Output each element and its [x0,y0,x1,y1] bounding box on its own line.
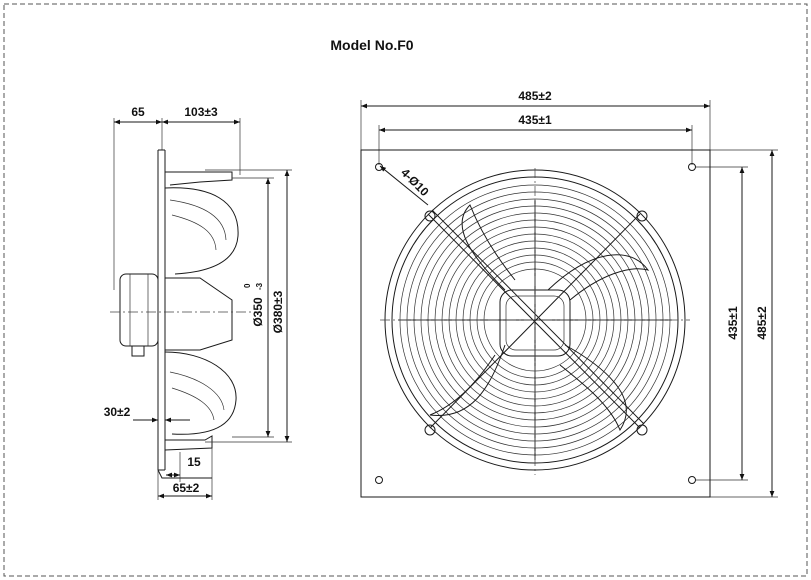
dim-side-bottom-small: 15 [187,455,201,469]
dim-side-top-left: 65 [131,105,145,119]
model-title: Model No.F0 [330,37,413,53]
dim-side-bottom: 65±2 [173,481,200,495]
dim-side-dia-outer: Ø380±3 [271,290,285,333]
front-view [360,100,778,498]
dim-front-height-outer: 485±2 [755,306,769,340]
dim-side-flange: 30±2 [104,405,131,419]
dim-front-width-outer: 485±2 [518,89,552,103]
drawing-frame [3,3,808,577]
dim-side-dia-inner: Ø350 [251,297,265,327]
dim-front-height-inner: 435±1 [726,306,740,340]
dim-front-width-inner: 435±1 [518,113,552,127]
dim-side-top-right: 103±3 [184,105,218,119]
dim-side-dia-inner-tol-bottom: -3 [255,282,264,290]
side-view [110,118,292,500]
dim-side-dia-inner-tol-top: 0 [243,283,252,288]
